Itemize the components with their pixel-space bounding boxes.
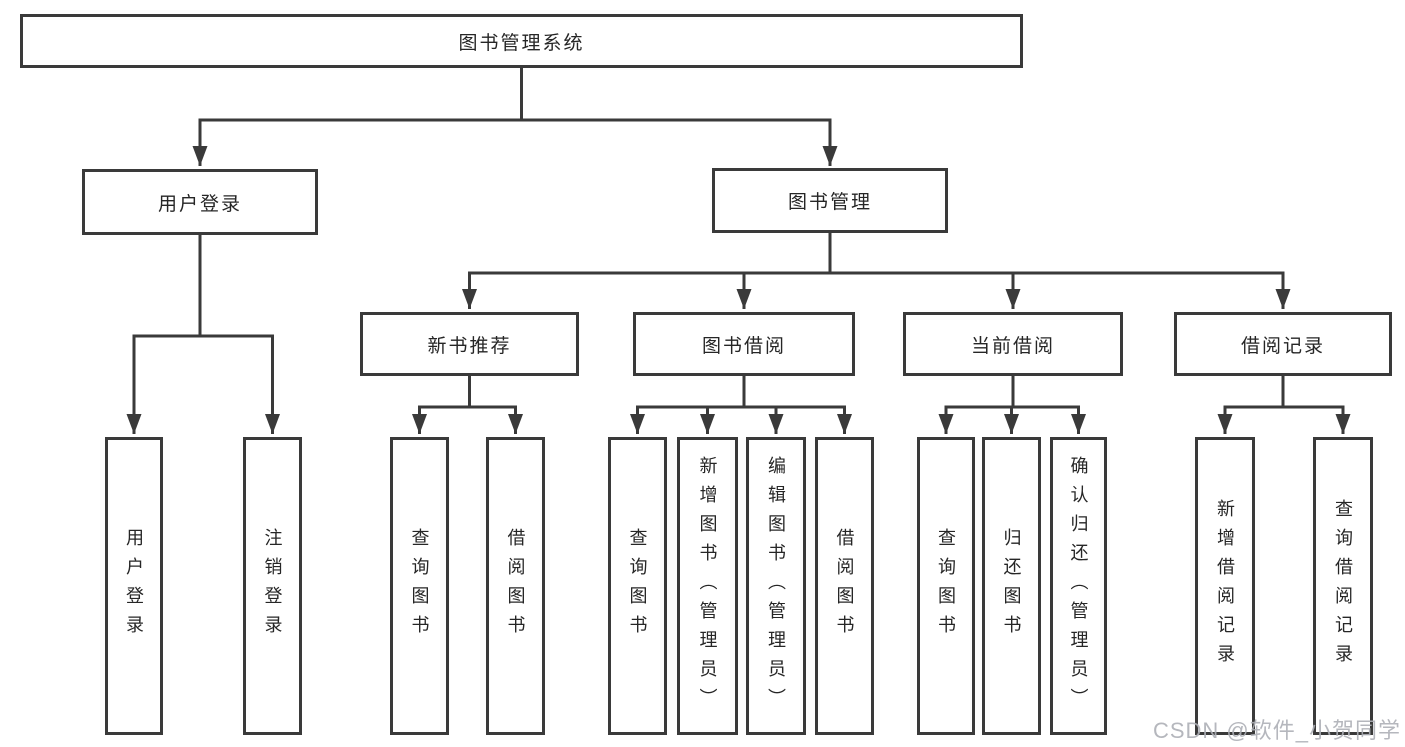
leaf-query-book-recommend: 查询图书 (390, 437, 449, 735)
leaf-logout: 注销登录 (243, 437, 302, 735)
leaf-add-borrow-record: 新增借阅记录 (1195, 437, 1255, 735)
leaf-return-book: 归还图书 (982, 437, 1041, 735)
csdn-watermark: CSDN @软件_小贺同学 (1152, 718, 1401, 743)
node-current-borrow: 当前借阅 (903, 312, 1123, 376)
node-library-system: 图书管理系统 (20, 14, 1023, 68)
leaf-query-book-borrow: 查询图书 (608, 437, 667, 735)
leaf-confirm-return-admin: 确认归还（管理员） (1050, 437, 1107, 735)
node-book-borrow: 图书借阅 (633, 312, 855, 376)
leaf-query-book-current: 查询图书 (917, 437, 975, 735)
leaf-borrow-book: 借阅图书 (815, 437, 874, 735)
leaf-user-login: 用户登录 (105, 437, 163, 735)
leaf-edit-book-admin: 编辑图书（管理员） (746, 437, 806, 735)
leaf-borrow-book-recommend: 借阅图书 (486, 437, 545, 735)
node-user-login: 用户登录 (82, 169, 318, 235)
node-book-management: 图书管理 (712, 168, 948, 233)
node-new-book-recommend: 新书推荐 (360, 312, 579, 376)
leaf-add-book-admin: 新增图书（管理员） (677, 437, 738, 735)
leaf-query-borrow-record: 查询借阅记录 (1313, 437, 1373, 735)
node-borrow-records: 借阅记录 (1174, 312, 1392, 376)
